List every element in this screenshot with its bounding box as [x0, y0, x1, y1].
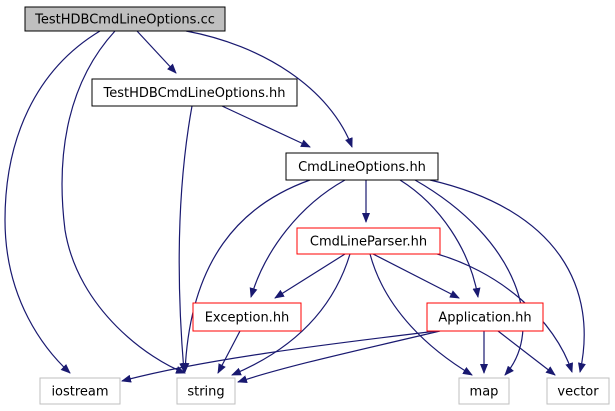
node-label-vector: vector [557, 385, 599, 400]
node-testhdr[interactable]: TestHDBCmdLineOptions.hh [91, 78, 298, 107]
node-box-exception [192, 302, 302, 332]
node-box-iostream [39, 377, 121, 405]
edge-parser-to-application [372, 253, 460, 299]
edge-root-to-testhdr [136, 30, 177, 74]
node-box-map [458, 377, 510, 405]
node-label-map: map [470, 385, 499, 400]
edge-exception-to-string [217, 330, 241, 374]
edge-parser-to-exception [274, 253, 346, 299]
edge-parser-to-map [369, 253, 473, 376]
node-box-cmdopts [285, 152, 439, 181]
node-iostream: iostream [39, 377, 121, 405]
node-box-vector [546, 377, 610, 405]
node-box-testhdr [91, 78, 298, 107]
edge-testhdr-to-cmdopts [221, 105, 311, 148]
edge-parser-to-vector [429, 251, 573, 373]
edge-root-to-string [61, 30, 186, 374]
node-label-cmdopts: CmdLineOptions.hh [298, 160, 426, 175]
edges-layer [4, 30, 586, 384]
node-label-string: string [187, 385, 224, 400]
node-label-iostream: iostream [51, 385, 108, 400]
node-map: map [458, 377, 510, 405]
node-box-application [426, 302, 544, 332]
node-cmdopts[interactable]: CmdLineOptions.hh [285, 152, 439, 181]
node-box-parser [296, 227, 441, 255]
edge-cmdopts-to-string [181, 179, 311, 373]
node-parser[interactable]: CmdLineParser.hh [296, 227, 441, 255]
node-vector: vector [546, 377, 610, 405]
node-label-application: Application.hh [438, 311, 531, 326]
node-root[interactable]: TestHDBCmdLineOptions.cc [24, 6, 226, 32]
node-label-testhdr: TestHDBCmdLineOptions.hh [103, 86, 286, 101]
node-label-root: TestHDBCmdLineOptions.cc [34, 13, 215, 28]
edge-testhdr-to-string [178, 105, 193, 373]
node-exception[interactable]: Exception.hh [192, 302, 302, 332]
node-string: string [176, 377, 236, 405]
edge-application-to-string [237, 330, 441, 384]
edge-cmdopts-to-exception [249, 179, 346, 298]
edge-cmdopts-to-map [414, 179, 524, 376]
node-box-string [176, 377, 236, 405]
node-box-root [24, 6, 226, 32]
nodes-layer: TestHDBCmdLineOptions.ccTestHDBCmdLineOp… [24, 6, 610, 405]
edge-cmdopts-to-vector [429, 179, 586, 373]
edge-parser-to-string [231, 253, 351, 376]
node-label-parser: CmdLineParser.hh [310, 235, 427, 250]
edge-cmdopts-to-application [399, 179, 481, 298]
node-application[interactable]: Application.hh [426, 302, 544, 332]
edge-root-to-iostream [4, 30, 101, 374]
edge-root-to-cmdopts [185, 30, 353, 148]
edge-application-to-iostream [121, 330, 438, 383]
node-label-exception: Exception.hh [205, 311, 290, 326]
edge-application-to-vector [497, 330, 556, 376]
